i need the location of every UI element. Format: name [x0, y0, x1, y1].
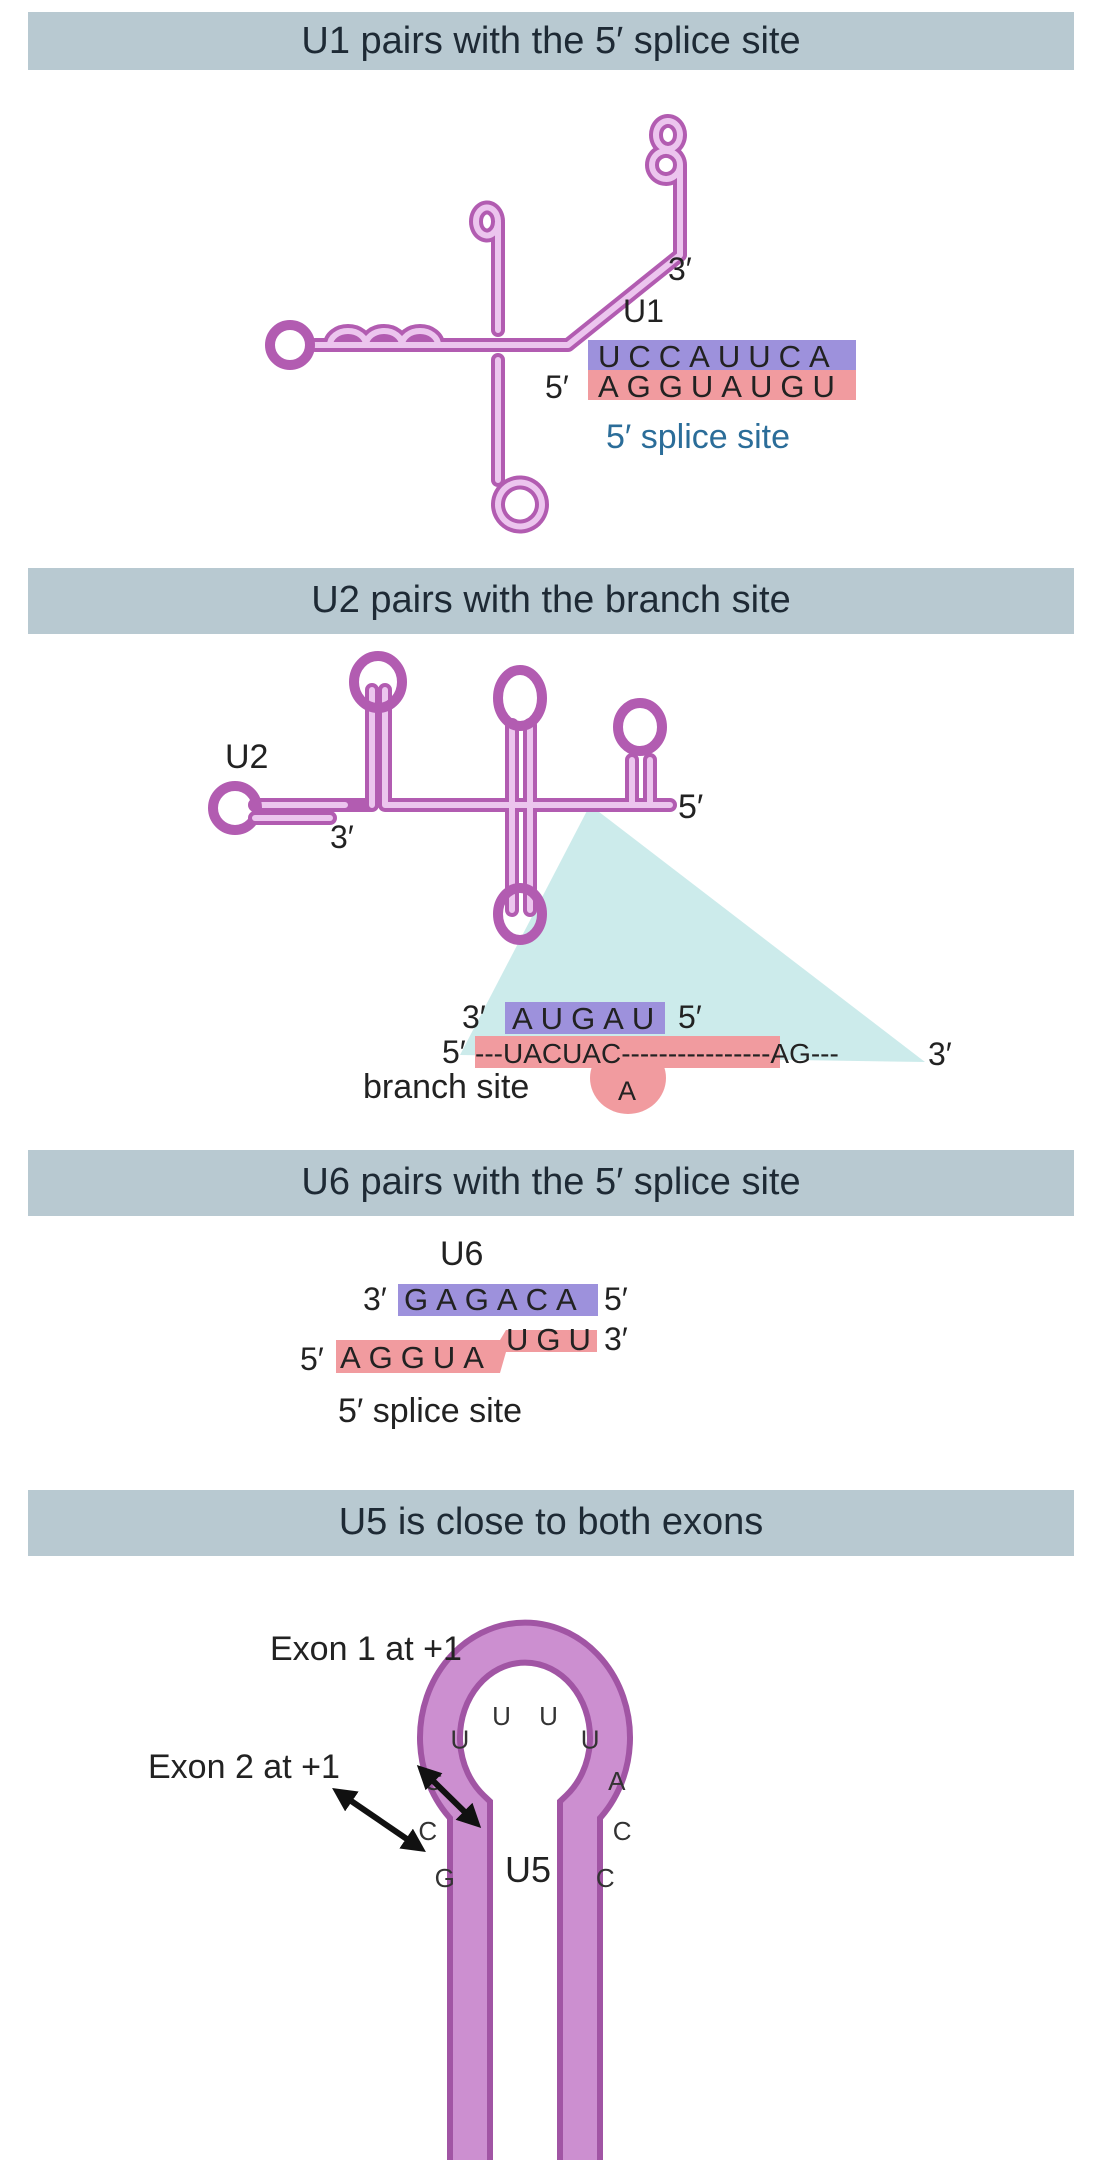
u5-nucleotide: G [435, 1863, 455, 1893]
u5-nucleotide: C [596, 1863, 615, 1893]
branch-point-adenine: A [618, 1076, 636, 1106]
exon1-arrow [416, 1764, 482, 1829]
panel-title-u6: U6 pairs with the 5′ splice site [301, 1161, 801, 1203]
panel-title-u2: U2 pairs with the branch site [311, 579, 791, 621]
u2-name-label: U2 [225, 738, 268, 776]
u2-stem-loop-2 [493, 665, 547, 731]
u6-bottom-three-prime: 3′ [604, 1321, 628, 1357]
panel-header-u2: U2 pairs with the branch site [28, 568, 1074, 634]
u6-splice-site-label: 5′ splice site [338, 1392, 522, 1430]
u2-pair-three-prime: 3′ [462, 999, 486, 1035]
u2-pairing-sequence: AUGAU [512, 1001, 662, 1036]
u5-stem-loop [417, 1619, 633, 2160]
u5-nucleotide: A [608, 1766, 626, 1796]
pre-mrna-strand-5ss [588, 370, 856, 400]
panel-header-u1: U1 pairs with the 5′ splice site [28, 12, 1074, 70]
u1-three-prime-label: 3′ [668, 251, 692, 287]
exon1-label: Exon 1 at +1 [270, 1630, 462, 1668]
u2-stem-loop-3 [613, 698, 667, 756]
branch-site-label: branch site [363, 1068, 529, 1106]
u6-top-three-prime: 3′ [363, 1281, 387, 1317]
five-prime-splice-site-sequence: AGGUAUGU [598, 369, 843, 404]
u5-nucleotide: C [418, 1816, 437, 1846]
u6-bottom-five-prime: 5′ [300, 1341, 324, 1377]
u5-nucleotide: U [581, 1725, 600, 1755]
panel-header-u6: U6 pairs with the 5′ splice site [28, 1150, 1074, 1216]
intron-five-prime: 5′ [442, 1034, 466, 1070]
u2-stem-loop-1 [349, 651, 407, 713]
u1-left-loop [265, 320, 315, 370]
u2-left-loop [208, 781, 262, 835]
u5-nucleotide: U [539, 1701, 558, 1731]
u6-pre-mrna-strand [336, 1330, 597, 1373]
five-prime-splice-site-label: 5′ splice site [606, 418, 790, 456]
u2-pairing-strand [505, 1002, 665, 1034]
u6-pre-mrna-sequence-b: UGU [506, 1322, 599, 1357]
u1-snrna-strand [588, 340, 856, 370]
intron-branch-sequence: ---UACUAC----------------AG--- [475, 1038, 839, 1069]
u2-pair-five-prime: 5′ [678, 999, 702, 1035]
intron-three-prime: 3′ [928, 1036, 952, 1072]
exon2-label: Exon 2 at +1 [148, 1748, 340, 1786]
u1-snrna-structure [265, 113, 687, 534]
panel-header-u5: U5 is close to both exons [28, 1490, 1074, 1556]
pre-mrna-branch-strand [475, 1036, 780, 1068]
u6-top-five-prime: 5′ [604, 1281, 628, 1317]
u2-bottom-loop [493, 883, 547, 945]
u5-nucleotide: C [613, 1816, 632, 1846]
u6-pre-mrna-sequence-a: AGGUA [340, 1340, 492, 1375]
u6-sequence: GAGACA [404, 1282, 585, 1317]
u2-snrna-structure [208, 651, 677, 945]
u5-name-label: U5 [505, 1849, 551, 1890]
u5-nucleotide: U [492, 1701, 511, 1731]
u1-sequence: UCCAUUCA [598, 339, 838, 374]
u5-nucleotide: U [451, 1725, 470, 1755]
binding-region-fan [460, 805, 925, 1062]
u6-snrna-strand [398, 1284, 598, 1316]
u1-five-prime-label: 5′ [545, 369, 569, 405]
u2-three-prime-label: 3′ [330, 819, 354, 855]
u6-name-label: U6 [440, 1235, 483, 1273]
panel-title-u1: U1 pairs with the 5′ splice site [301, 20, 801, 62]
panel-title-u5: U5 is close to both exons [338, 1501, 764, 1543]
u1-name-label: U1 [623, 293, 664, 329]
u2-five-prime-label: 5′ [678, 788, 703, 826]
exon2-arrow [332, 1787, 426, 1853]
